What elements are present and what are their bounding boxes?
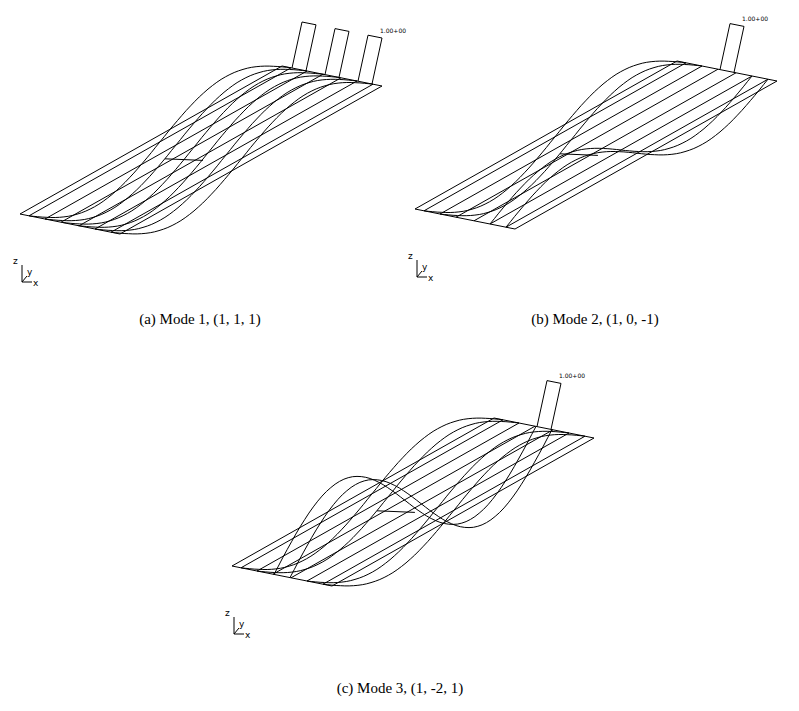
axis-triad	[22, 265, 32, 282]
plate-line	[61, 74, 323, 222]
mode-curve	[62, 73, 324, 224]
plate-line	[490, 76, 752, 224]
axis-label: y	[27, 268, 32, 277]
axis-triad	[234, 628, 239, 634]
scale-value: 1.00+00	[380, 28, 406, 34]
plate-line	[291, 430, 553, 578]
subfigure-caption: (b) Mode 2, (1, 0, -1)	[531, 312, 658, 327]
axis-label: z	[13, 257, 18, 266]
mode-curve	[257, 421, 519, 572]
subfigure-caption: (c) Mode 3, (1, -2, 1)	[337, 681, 464, 696]
plate-line	[79, 78, 341, 226]
plate-edge	[494, 418, 594, 438]
axis-label: y	[422, 263, 427, 272]
mode-curve	[241, 418, 503, 569]
axis-label: y	[239, 620, 244, 629]
mode-curve	[323, 435, 585, 586]
axis-triad	[417, 260, 427, 277]
subfigure-caption: (a) Mode 1, (1, 1, 1)	[139, 312, 261, 327]
plate-line	[456, 69, 718, 217]
plate-line	[273, 426, 535, 574]
plate-edge	[232, 566, 332, 586]
axis-label: z	[225, 609, 230, 618]
mode-curve	[95, 79, 357, 230]
mode-curve	[111, 83, 373, 234]
mode-curve	[506, 79, 768, 227]
mode-curve	[424, 61, 686, 212]
flag-outline	[720, 24, 744, 73]
mode-curve	[307, 431, 569, 582]
axis-label: x	[428, 274, 433, 283]
plate-line	[332, 438, 594, 586]
plate-edge	[677, 61, 777, 81]
plate-line	[506, 79, 768, 227]
mode-curve	[29, 66, 291, 217]
axis-triad	[22, 276, 27, 282]
plate-line	[120, 86, 382, 234]
plate-edge	[20, 214, 120, 234]
flag-outline	[537, 381, 561, 430]
flag-outline	[292, 22, 316, 71]
axis-triad	[417, 271, 422, 277]
mode-curve	[290, 430, 552, 578]
plate-line	[20, 66, 282, 214]
plate-line	[377, 511, 415, 513]
mode-curve	[78, 76, 340, 227]
plate-line	[415, 61, 677, 209]
mode-curve	[274, 426, 536, 574]
axis-triad	[234, 617, 244, 634]
flag-outline	[358, 35, 382, 84]
plate-edge	[282, 66, 382, 86]
axis-label: x	[33, 279, 38, 288]
mode-curve	[45, 69, 307, 220]
flag-outline	[325, 29, 349, 78]
axis-label: x	[245, 631, 250, 640]
mode-curve	[440, 64, 702, 215]
mode-curve	[490, 76, 752, 224]
scale-value: 1.00+00	[559, 373, 585, 379]
plate-line	[515, 81, 777, 229]
axis-label: z	[408, 252, 413, 261]
scale-value: 1.00+00	[742, 16, 768, 22]
plate-line	[232, 418, 494, 566]
